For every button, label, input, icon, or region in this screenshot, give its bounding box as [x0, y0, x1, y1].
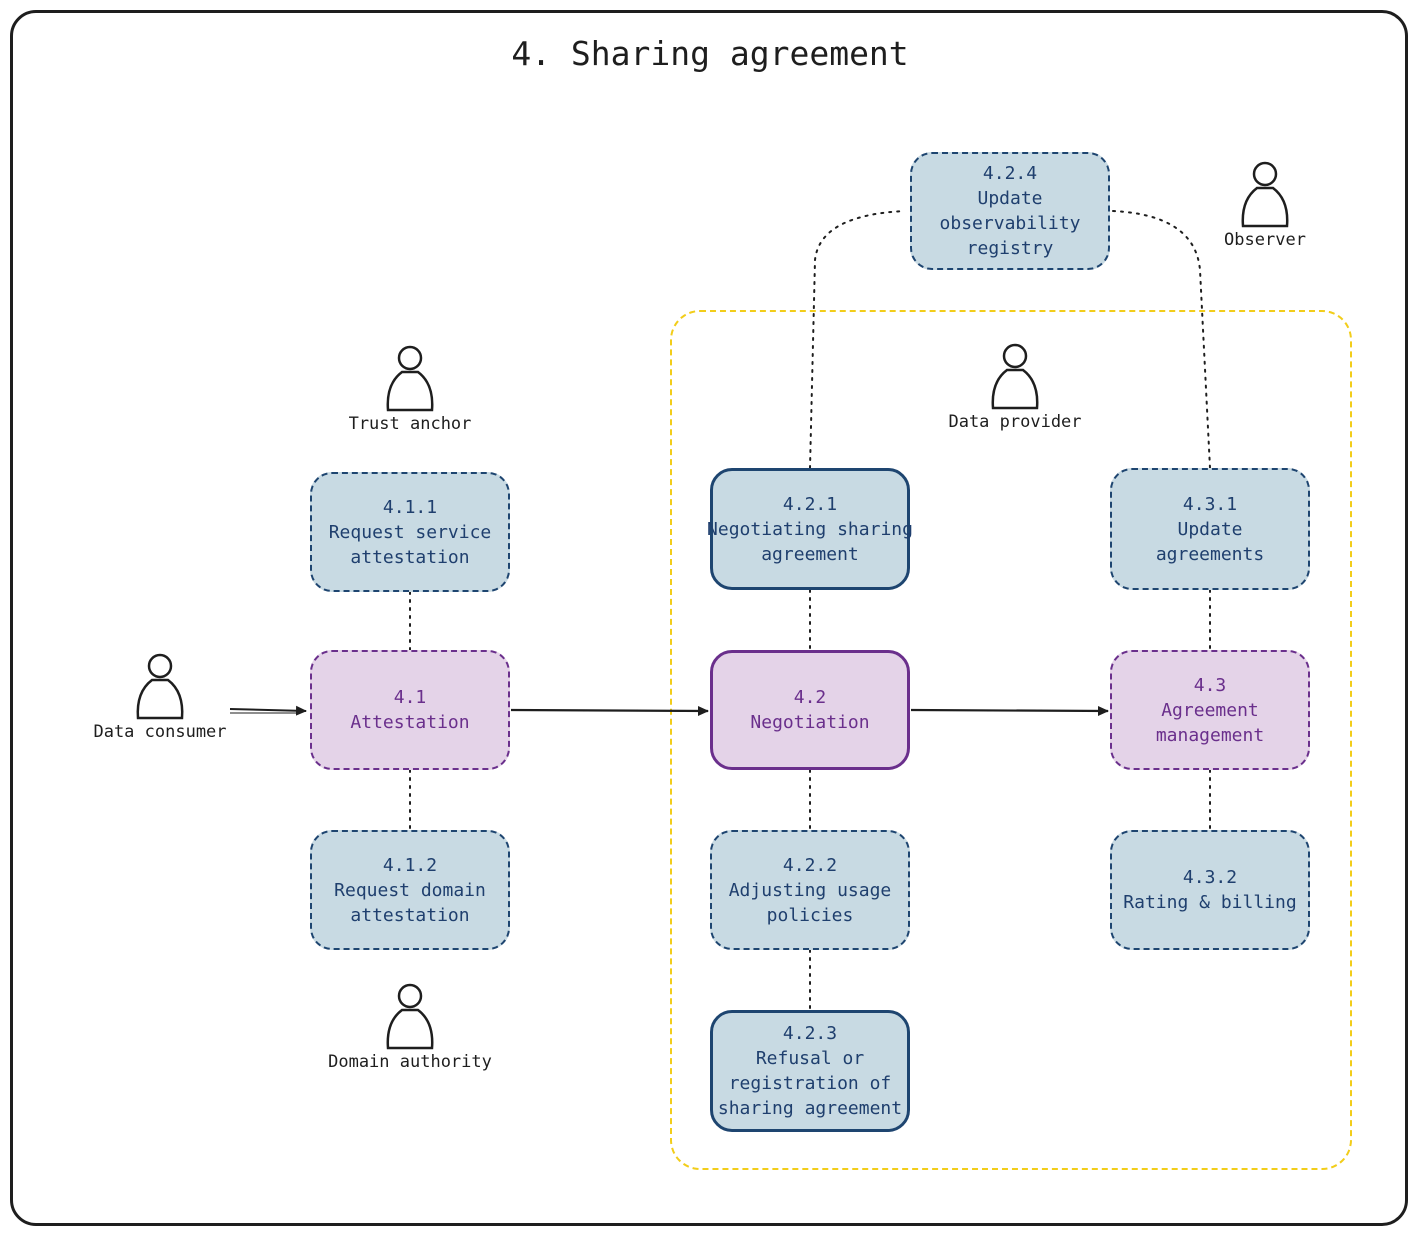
arrow-attestation-to-negotiation [510, 705, 709, 716]
node-id: 4.1.2 [382, 854, 438, 876]
node-id: 4.3 [1193, 674, 1227, 696]
node-label: policies [766, 904, 854, 926]
diagram-frame [10, 10, 1408, 1226]
node-label: agreements [1155, 543, 1265, 565]
node-id: 4.2.2 [782, 854, 838, 876]
arrow-negotiation-to-agreement-mgmt [910, 705, 1109, 716]
node-label: Negotiation [750, 712, 870, 733]
node-label: registry [966, 238, 1054, 259]
actor-data-consumer: Data consumer [80, 652, 240, 742]
node-4-2-4[interactable]: 4.2.4 Update observability registry [910, 152, 1110, 270]
node-id: 4.3.2 [1182, 867, 1238, 888]
node-label: Refusal or [755, 1048, 865, 1069]
node-label: Update [977, 188, 1043, 209]
arrow-consumer-to-attestation [229, 705, 307, 716]
node-label: Update [1177, 518, 1243, 540]
actor-label: Observer [1224, 230, 1306, 250]
person-icon [386, 983, 434, 1050]
actor-domain-authority: Domain authority [320, 982, 500, 1072]
person-icon [136, 653, 184, 720]
node-4-3-2[interactable]: 4.3.2 Rating & billing [1110, 830, 1310, 950]
actor-trust-anchor: Trust anchor [330, 344, 490, 434]
node-label: Request service [328, 521, 492, 543]
actor-label: Data consumer [93, 722, 227, 742]
link-421-424 [809, 210, 906, 469]
node-label: Agreement [1161, 699, 1259, 721]
node-4-2[interactable]: 4.2 Negotiation [710, 650, 910, 770]
node-label: registration of [728, 1073, 892, 1094]
actor-observer: Observer [1205, 160, 1325, 250]
node-label: Negotiating sharing [707, 518, 913, 540]
node-label: attestation [350, 546, 470, 568]
node-id: 4.2.3 [782, 1023, 838, 1044]
node-label: management [1155, 724, 1265, 746]
node-4-2-2[interactable]: 4.2.2 Adjusting usage policies [710, 830, 910, 950]
node-id: 4.2 [793, 687, 827, 708]
diagram-title: 4. Sharing agreement [511, 34, 909, 73]
actor-label: Data provider [948, 412, 1082, 432]
node-label: sharing agreement [717, 1098, 903, 1119]
node-4-3-1[interactable]: 4.3.1 Update agreements [1110, 468, 1310, 590]
node-label: Rating & billing [1123, 892, 1297, 913]
node-id: 4.1 [393, 687, 427, 708]
node-id: 4.3.1 [1182, 493, 1238, 515]
node-label: observability [939, 213, 1081, 234]
node-label: attestation [350, 904, 470, 926]
node-label: Request domain [334, 879, 486, 901]
node-id: 4.1.1 [382, 496, 438, 518]
node-id: 4.2.1 [782, 493, 838, 515]
person-icon [386, 345, 434, 412]
actor-data-provider: Data provider [935, 342, 1095, 432]
person-icon [1241, 161, 1289, 228]
person-icon [991, 343, 1039, 410]
node-4-1-1[interactable]: 4.1.1 Request service attestation [310, 472, 510, 592]
actor-label: Trust anchor [348, 414, 472, 434]
data-provider-zone [670, 310, 1352, 1170]
node-id: 4.2.4 [982, 163, 1038, 184]
node-label: Attestation [350, 712, 470, 733]
node-4-2-1[interactable]: 4.2.1 Negotiating sharing agreement [707, 468, 913, 590]
node-4-1[interactable]: 4.1 Attestation [310, 650, 510, 770]
node-4-3[interactable]: 4.3 Agreement management [1110, 650, 1310, 770]
node-4-2-3[interactable]: 4.2.3 Refusal or registration of sharing… [710, 1010, 910, 1132]
link-424-431 [1112, 210, 1211, 469]
node-label: Adjusting usage [728, 879, 892, 901]
node-4-1-2[interactable]: 4.1.2 Request domain attestation [310, 830, 510, 950]
node-label: agreement [761, 543, 859, 565]
actor-label: Domain authority [328, 1052, 492, 1072]
